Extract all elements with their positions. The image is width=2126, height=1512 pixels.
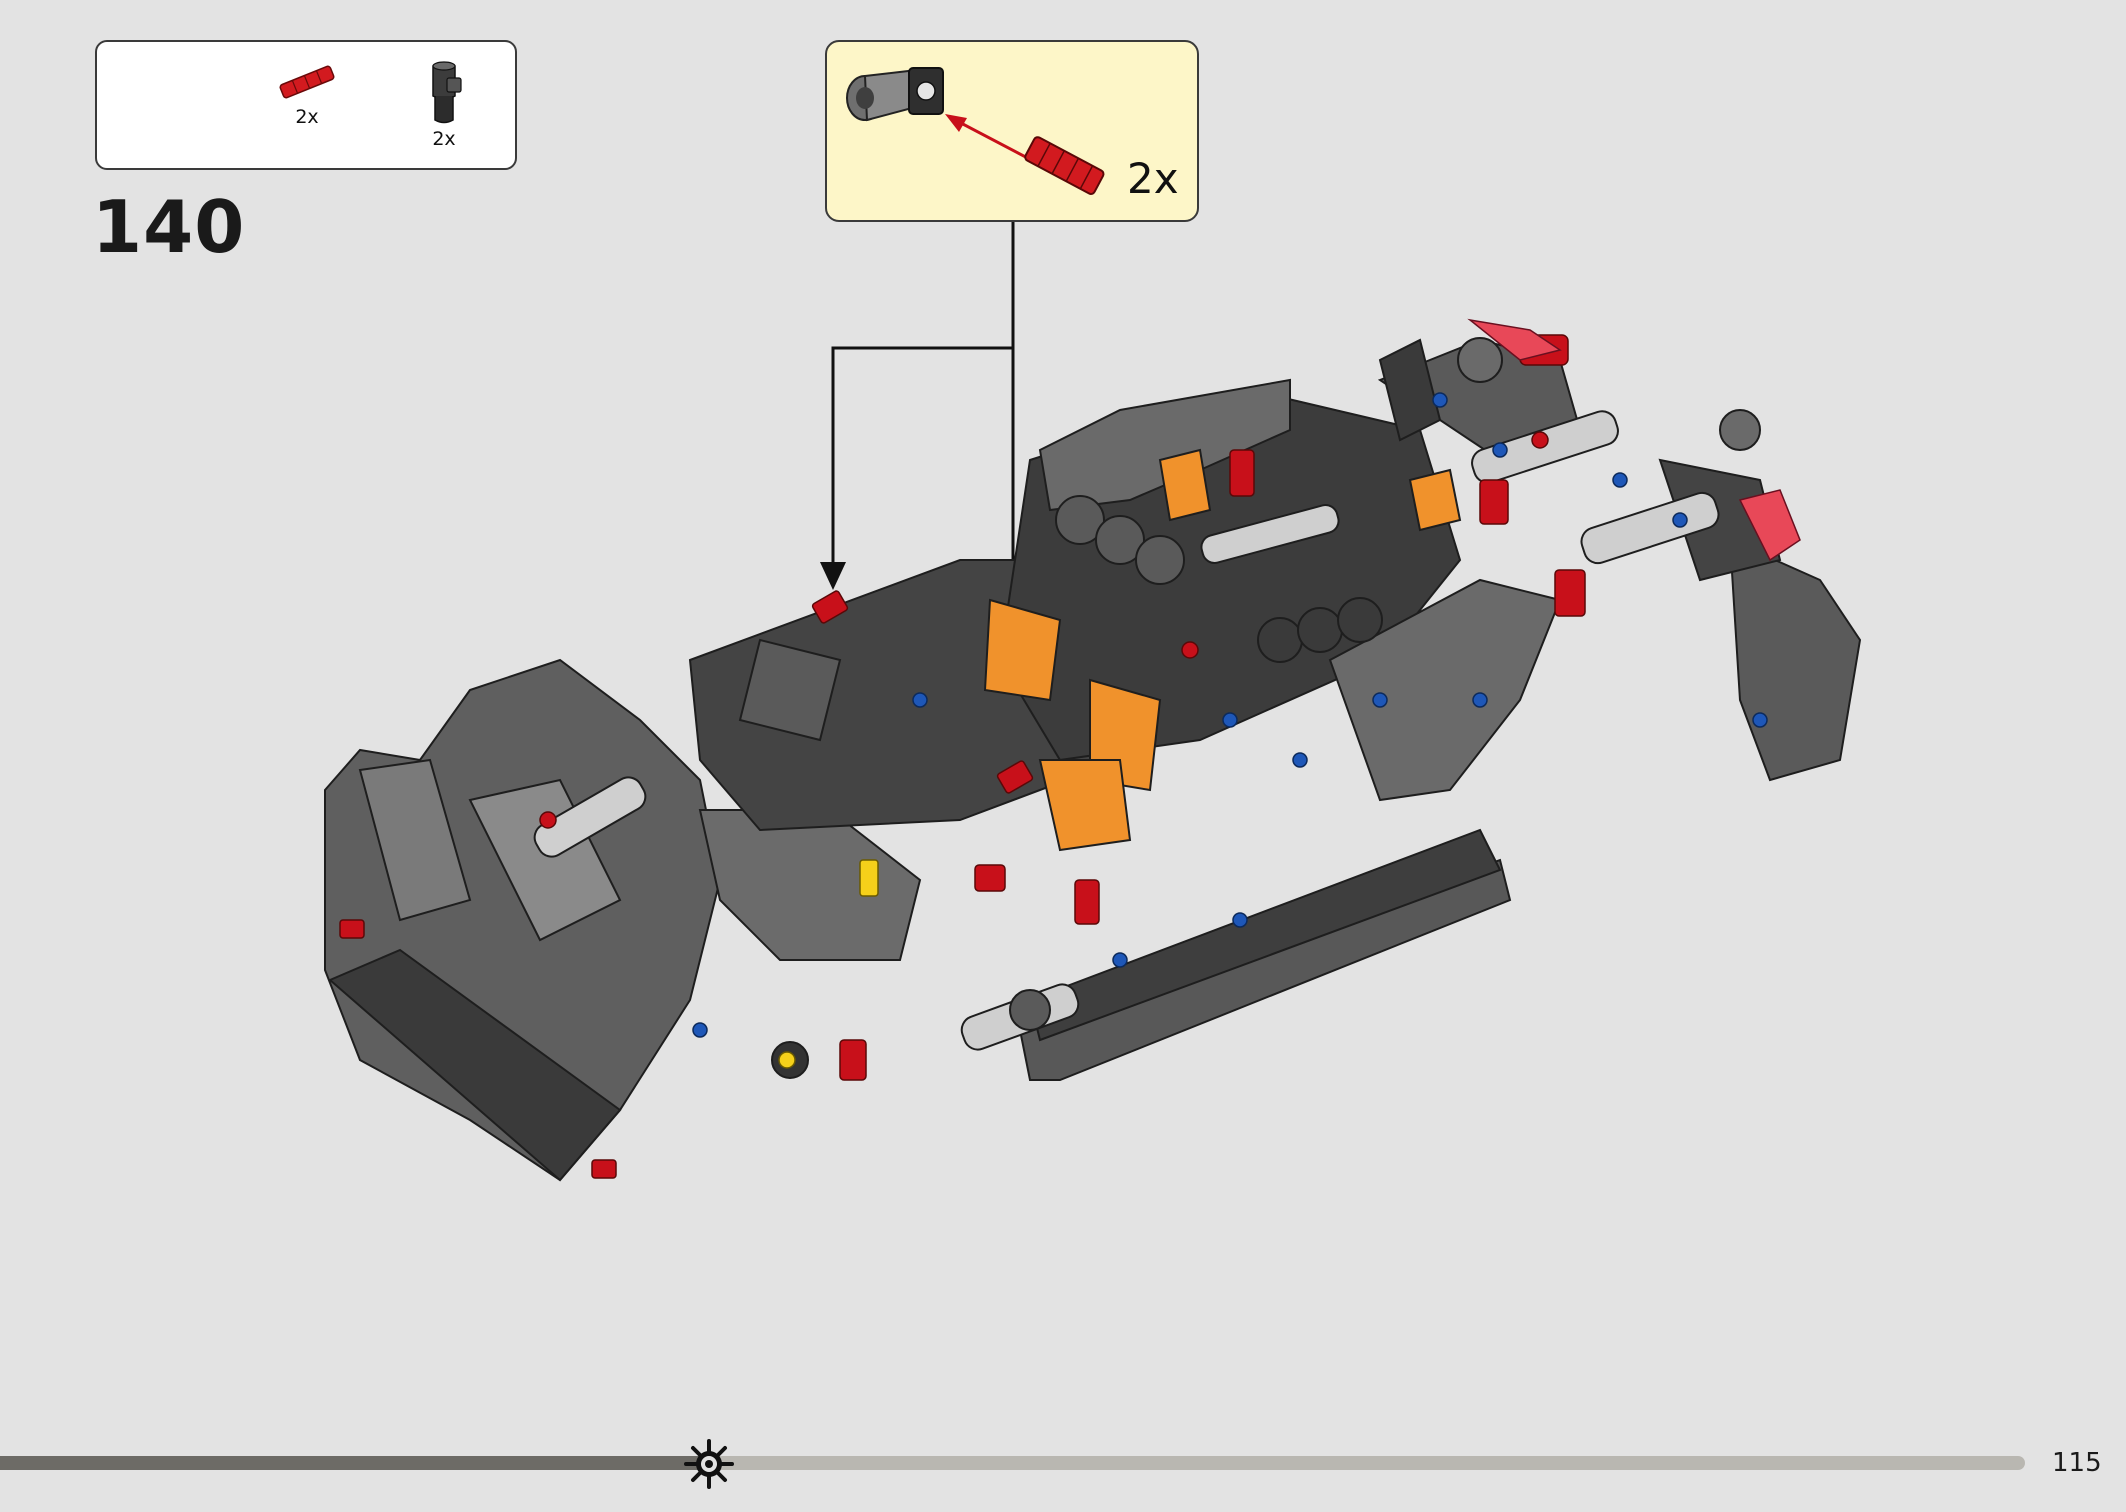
part-quantity: 2x xyxy=(295,106,319,128)
red-pin-part-icon xyxy=(1024,136,1105,195)
progress-fill xyxy=(0,1456,709,1470)
yellow-parts xyxy=(778,859,879,1069)
parts-list-box: 2x 2x xyxy=(95,40,517,170)
subassembly-illustration xyxy=(846,67,1105,195)
part-red-axle-pin: 2x xyxy=(262,60,352,128)
pointer-arrowhead-icon xyxy=(820,562,846,590)
progress-marker-icon xyxy=(683,1439,734,1489)
page-number: 115 xyxy=(2052,1448,2102,1478)
dark-gray-pin-connector-icon xyxy=(432,61,462,124)
orange-seats xyxy=(983,448,1462,852)
progress-bar xyxy=(0,1456,2025,1470)
blue-pins xyxy=(692,392,1768,1038)
subassembly-quantity: 2x xyxy=(1127,154,1179,203)
step-number: 140 xyxy=(92,185,246,269)
part-dark-gray-pin-connector: 2x xyxy=(399,60,489,150)
round-connectors xyxy=(771,337,1761,1079)
connector-part-icon xyxy=(846,67,944,122)
subassembly-callout: 2x xyxy=(825,40,1199,222)
red-axle-pin-icon xyxy=(279,65,335,99)
part-quantity: 2x xyxy=(432,128,456,150)
trans-red-lights xyxy=(1467,318,1801,562)
